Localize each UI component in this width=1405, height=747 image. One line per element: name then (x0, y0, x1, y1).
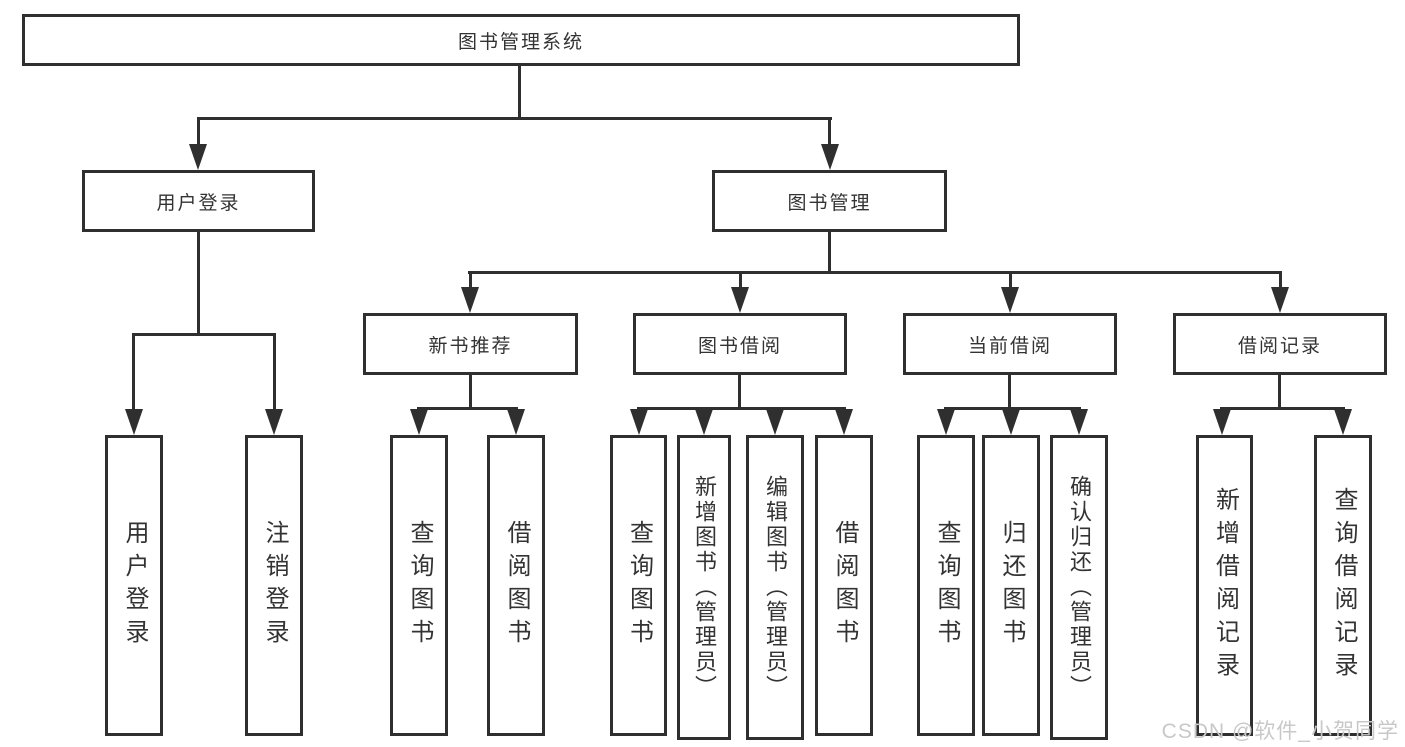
arrow-down-icon (695, 409, 713, 435)
arrow-down-icon (1334, 409, 1352, 435)
connector-line (738, 375, 741, 410)
arrow-down-icon (265, 409, 283, 435)
arrow-down-icon (821, 144, 839, 170)
node-leaf-edit-book-admin: 编辑图书（管理员） (746, 435, 804, 740)
connector-line (828, 232, 831, 274)
connector-line (828, 120, 831, 146)
arrow-down-icon (507, 409, 525, 435)
node-leaf-return-book: 归还图书 (982, 435, 1040, 736)
connector-line (468, 271, 1282, 274)
connector-line (1008, 375, 1011, 410)
arrow-down-icon (1001, 287, 1019, 313)
node-leaf-query-books-recommend: 查询图书 (390, 435, 448, 736)
node-root: 图书管理系统 (22, 14, 1020, 66)
node-leaf-borrow-books-borrow: 借阅图书 (815, 435, 873, 736)
arrow-down-icon (1213, 409, 1231, 435)
connector-line (273, 336, 276, 410)
node-leaf-query-books-current: 查询图书 (917, 435, 975, 736)
connector-line (197, 117, 832, 120)
csdn-watermark: CSDN @软件_小贺同学 (1161, 720, 1399, 743)
connector-line (469, 274, 472, 290)
connector-line (1220, 407, 1345, 410)
connector-line (197, 232, 200, 336)
arrow-down-icon (731, 287, 749, 313)
connector-line (1278, 375, 1281, 410)
connector-line (739, 274, 742, 290)
node-leaf-logout: 注销登录 (245, 435, 303, 736)
connector-line (132, 336, 135, 410)
node-leaf-confirm-return-admin: 确认归还（管理员） (1050, 435, 1108, 740)
node-leaf-borrow-books-recommend: 借阅图书 (487, 435, 545, 736)
node-new-book-recommend: 新书推荐 (363, 313, 578, 375)
connector-line (1009, 274, 1012, 290)
connector-line (132, 333, 276, 336)
node-borrow-records: 借阅记录 (1173, 313, 1387, 375)
arrow-down-icon (766, 409, 784, 435)
node-leaf-query-books-borrow: 查询图书 (610, 435, 667, 736)
connector-line (1279, 274, 1282, 290)
arrow-down-icon (1271, 287, 1289, 313)
arrow-down-icon (937, 409, 955, 435)
connector-line (417, 407, 518, 410)
node-book-borrow: 图书借阅 (633, 313, 847, 375)
node-book-management: 图书管理 (712, 170, 947, 232)
arrow-down-icon (125, 409, 143, 435)
arrow-down-icon (461, 287, 479, 313)
arrow-down-icon (630, 409, 648, 435)
connector-line (944, 407, 1081, 410)
node-leaf-query-borrow-record: 查询借阅记录 (1314, 435, 1372, 736)
arrow-down-icon (410, 409, 428, 435)
arrow-down-icon (1070, 409, 1088, 435)
node-leaf-user-login: 用户登录 (105, 435, 163, 736)
node-leaf-add-borrow-record: 新增借阅记录 (1196, 435, 1253, 736)
arrow-down-icon (1002, 409, 1020, 435)
node-leaf-add-book-admin: 新增图书（管理员） (677, 435, 731, 740)
connector-line (469, 375, 472, 410)
connector-line (197, 120, 200, 146)
connector-line (518, 66, 521, 120)
connector-line (637, 407, 846, 410)
arrow-down-icon (189, 144, 207, 170)
node-user-login: 用户登录 (82, 170, 315, 232)
node-current-borrow: 当前借阅 (903, 313, 1117, 375)
arrow-down-icon (835, 409, 853, 435)
